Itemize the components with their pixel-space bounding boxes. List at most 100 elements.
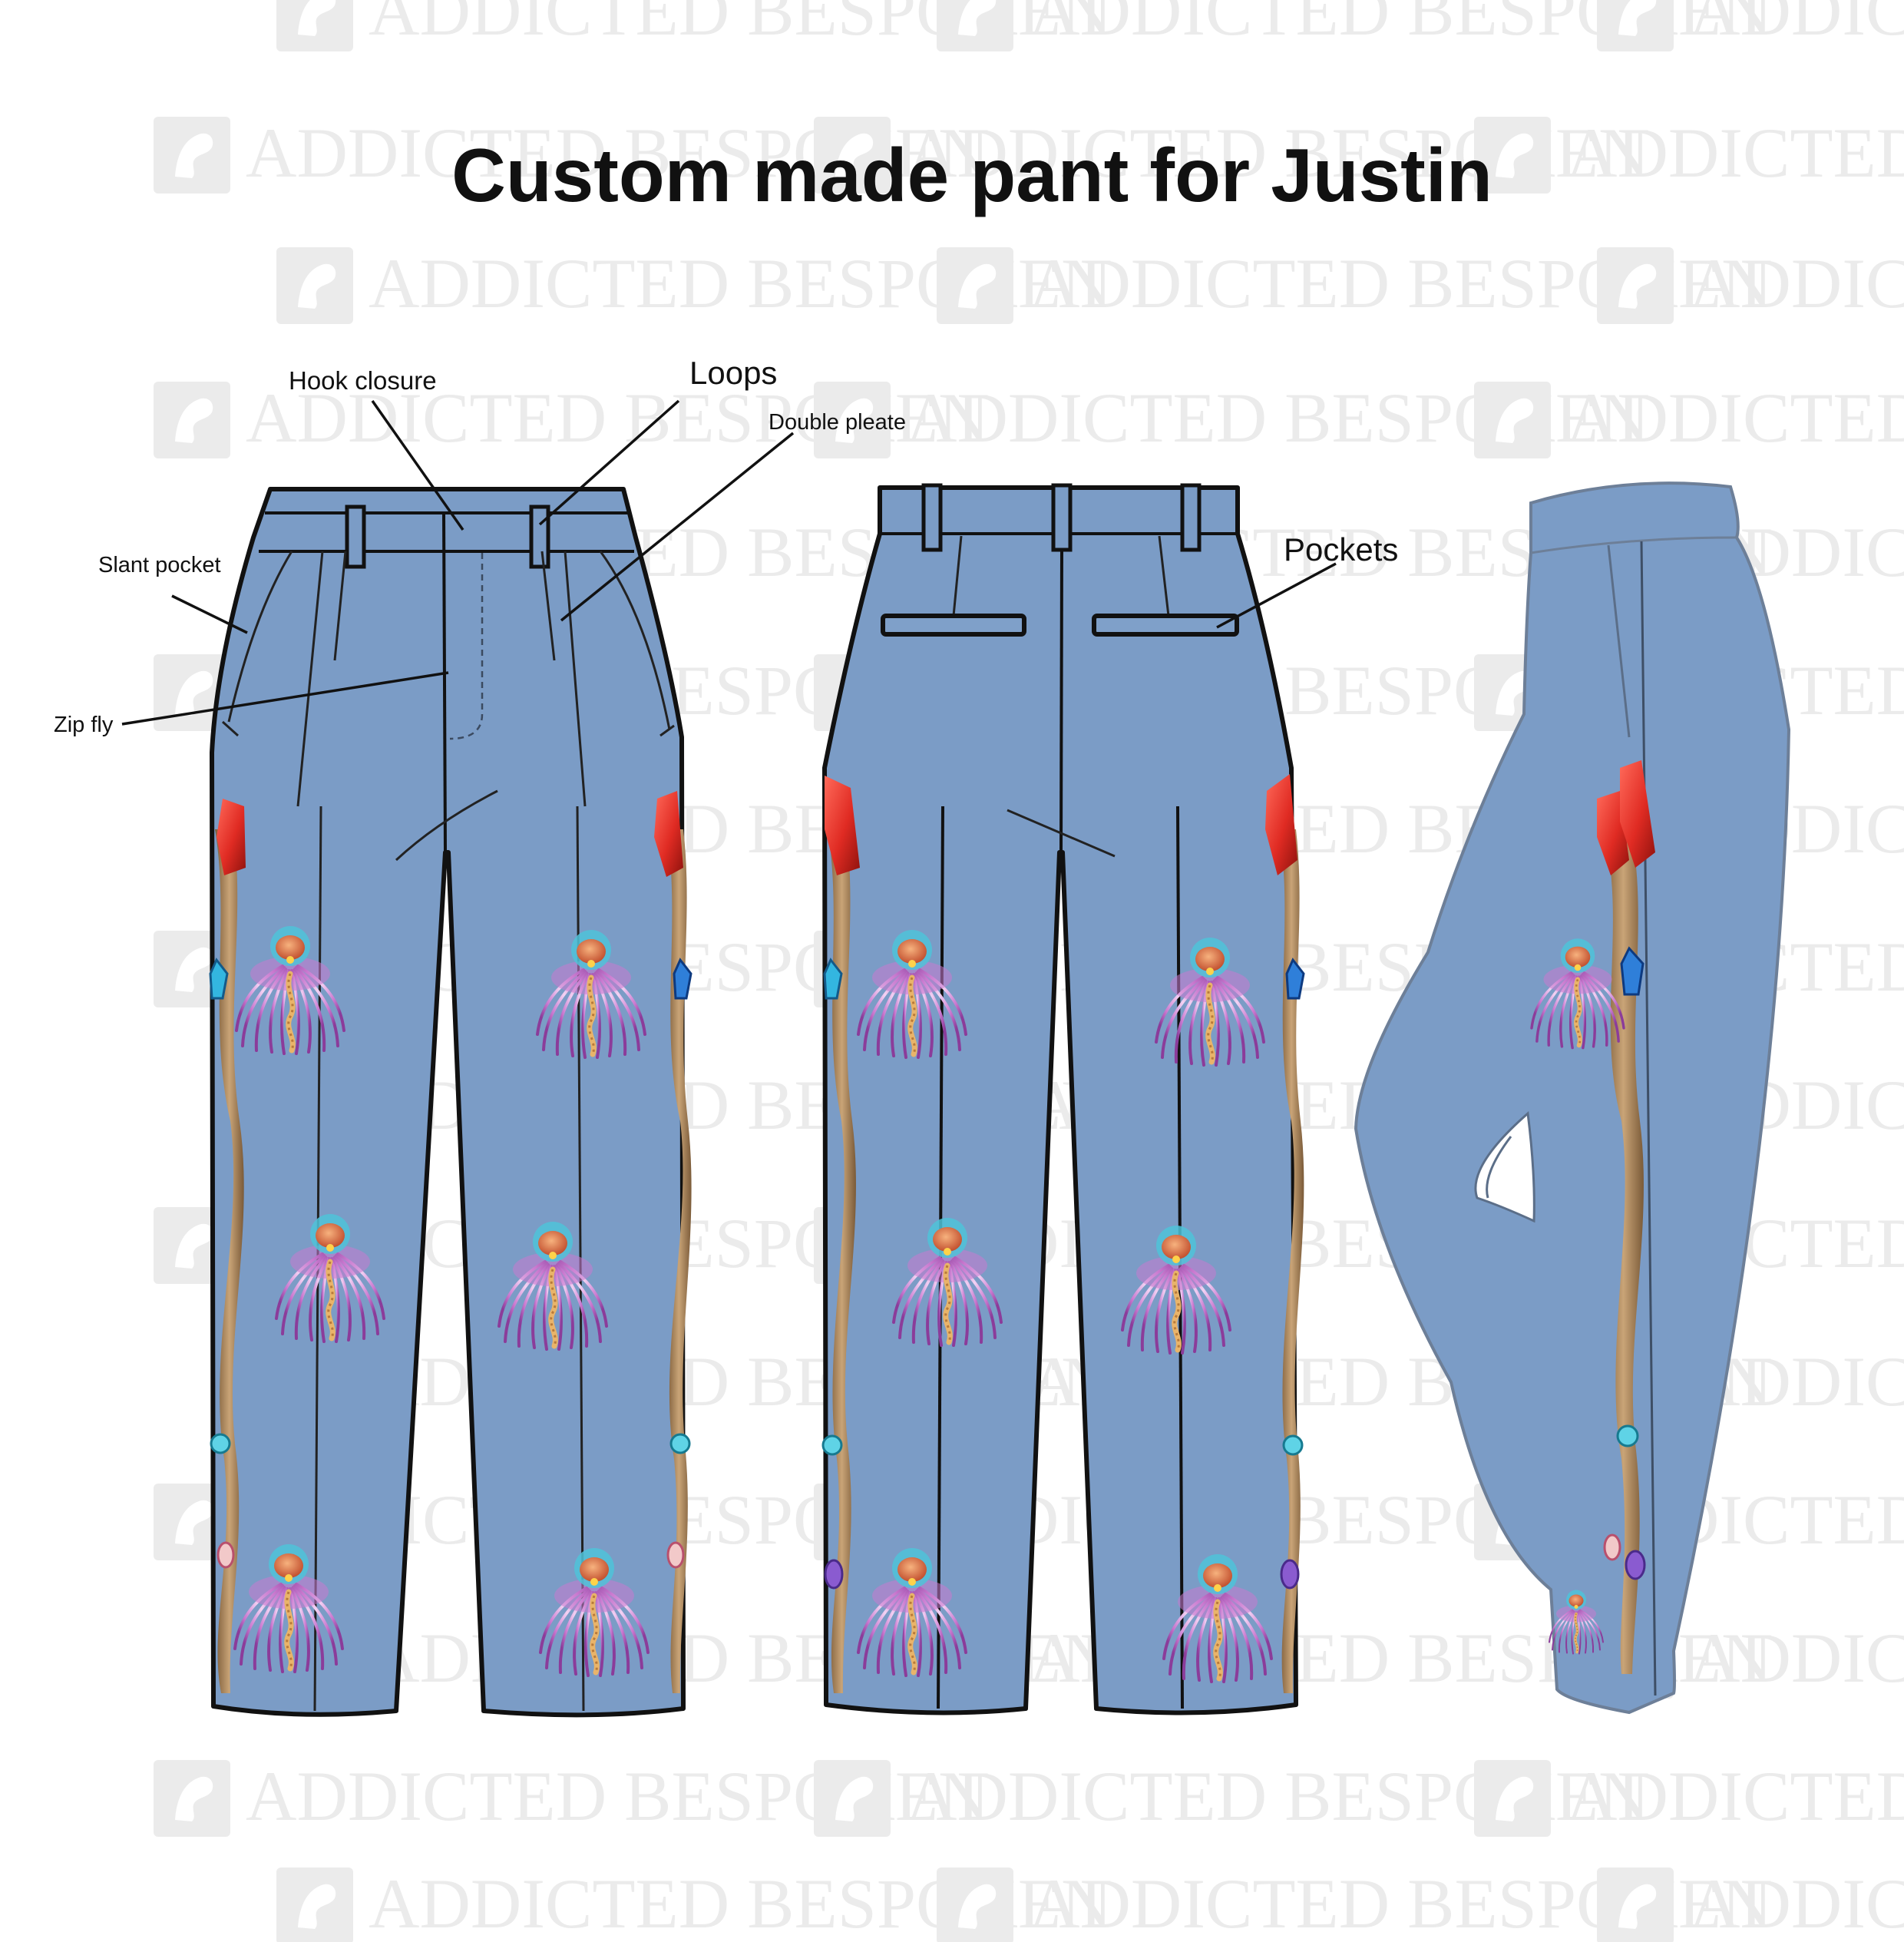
red-crystal-icon: [1265, 774, 1297, 875]
pleat-left-1: [296, 551, 324, 807]
back-staff-left: [821, 776, 860, 1693]
purple-gem-icon: [1280, 1559, 1300, 1590]
callout-zip-fly-label: Zip fly: [54, 713, 114, 737]
watermark-brand-text: ADDICTED BESPOKEN: [1689, 244, 1904, 323]
blue-gem-icon: [823, 958, 843, 1000]
pocket-corner-right: [659, 724, 675, 737]
blue-gem-icon: [1620, 946, 1645, 996]
watermark-brand-text: ADDICTED BESPOKEN: [1689, 1864, 1904, 1942]
leader-line: [538, 399, 680, 526]
addicted-bespoken-logo-icon: [276, 0, 353, 51]
pleat-right-2: [540, 551, 556, 661]
callout-double-pleate-label: Double pleate: [769, 410, 906, 435]
addicted-bespoken-logo-icon: [276, 1868, 353, 1942]
red-crystal-icon: [654, 791, 683, 877]
pink-gem-icon: [217, 1541, 235, 1569]
side-waistband-seam: [1530, 536, 1737, 554]
blue-gem-icon: [1285, 958, 1305, 1000]
addicted-bespoken-logo-icon: [1474, 1760, 1551, 1837]
leader-line: [371, 399, 464, 531]
callout-pockets-label: Pockets: [1284, 531, 1398, 567]
side-pocket-seam: [1607, 544, 1631, 738]
front-view-pant: [210, 487, 686, 1718]
side-seam: [1640, 541, 1657, 1696]
front-staff-left: [209, 799, 246, 1693]
watermark-brand-text: ADDICTED BESPOKEN: [1689, 1619, 1904, 1697]
front-pant-body: [210, 487, 686, 1718]
purple-gem-icon: [1625, 1550, 1646, 1580]
cyan-gem-icon: [210, 1433, 231, 1454]
addicted-bespoken-logo-icon: [154, 382, 230, 458]
page-title: Custom made pant for Justin: [451, 133, 1492, 217]
red-crystal-icon: [217, 799, 246, 875]
pink-gem-icon: [1603, 1533, 1621, 1561]
front-crotch-fold: [395, 789, 498, 862]
addicted-bespoken-logo-icon: [1474, 382, 1551, 458]
cyan-gem-icon: [669, 1433, 691, 1454]
back-dart-right: [1158, 535, 1170, 617]
pink-gem-icon: [666, 1541, 685, 1569]
addicted-bespoken-logo-icon: [937, 247, 1013, 324]
addicted-bespoken-logo-icon: [937, 0, 1013, 51]
watermark-brand-text: ADDICTED BESPOKEN: [1566, 379, 1904, 457]
front-center-seam: [442, 512, 447, 853]
side-knee-fold: [1486, 1136, 1512, 1199]
addicted-bespoken-logo-icon: [937, 1868, 1013, 1942]
addicted-bespoken-logo-icon: [154, 1760, 230, 1837]
cyan-gem-icon: [821, 1434, 843, 1456]
cyan-gem-icon: [1616, 1424, 1639, 1447]
callout-hook-closure-label: Hook closure: [289, 366, 437, 395]
blue-gem-icon: [673, 958, 693, 1000]
back-belt-loop-center: [1051, 483, 1073, 552]
leader-line: [171, 594, 248, 634]
leader-line: [1216, 562, 1337, 629]
callout-loops: Loops: [538, 355, 777, 526]
callout-slant-pocket-label: Slant pocket: [98, 553, 221, 577]
callout-hook-closure: Hook closure: [289, 366, 464, 531]
side-pant-body: [1354, 481, 1791, 1715]
addicted-bespoken-logo-icon: [276, 247, 353, 324]
watermark-brand-text: ADDICTED BESPOKEN: [1566, 114, 1904, 192]
back-belt-loop-right: [1180, 483, 1202, 552]
back-center-seam: [1059, 549, 1063, 853]
back-view-pant: [822, 483, 1298, 1715]
addicted-bespoken-logo-icon: [1597, 247, 1674, 324]
callout-double-pleate: Double pleate: [560, 410, 906, 622]
pocket-corner-left: [221, 720, 240, 737]
leader-line: [560, 432, 795, 622]
front-staff-right: [654, 791, 693, 1693]
callout-slant-pocket: Slant pocket: [98, 553, 248, 634]
back-dart-left: [952, 535, 963, 617]
addicted-bespoken-logo-icon: [1597, 1868, 1674, 1942]
purple-gem-icon: [824, 1559, 844, 1590]
back-seat-fold: [1007, 809, 1116, 858]
watermark-brand-text: ADDICTED BESPOKEN: [1566, 1757, 1904, 1835]
leader-line: [121, 671, 449, 726]
side-staff: [1597, 760, 1655, 1674]
front-belt-loop-right: [529, 505, 550, 569]
back-pocket-left: [881, 614, 1026, 637]
side-view-pant: [1354, 481, 1791, 1715]
addicted-bespoken-logo-icon: [814, 1760, 891, 1837]
watermark-brand-text: ADDICTED BESPOKEN: [1689, 0, 1904, 50]
back-staff-right: [1265, 774, 1305, 1693]
callout-pockets: Pockets: [1216, 531, 1398, 629]
addicted-bespoken-logo-icon: [1597, 0, 1674, 51]
back-belt-loop-left: [921, 483, 943, 552]
side-knee-gap: [1474, 1111, 1535, 1223]
slant-pocket-right: [599, 551, 671, 730]
cyan-gem-icon: [1282, 1434, 1304, 1456]
pleat-right-1: [564, 551, 587, 807]
addicted-bespoken-logo-icon: [154, 117, 230, 194]
callout-zip-fly: Zip fly: [54, 671, 449, 737]
front-belt-loop-left: [345, 505, 366, 569]
red-crystal-icon: [1620, 760, 1655, 868]
blue-gem-icon: [209, 958, 229, 1000]
zip-fly-stitch: [449, 553, 484, 740]
red-crystal-icon: [825, 776, 860, 875]
back-pocket-right: [1092, 614, 1239, 637]
callout-loops-label: Loops: [689, 355, 777, 391]
slant-pocket-left: [227, 551, 293, 723]
